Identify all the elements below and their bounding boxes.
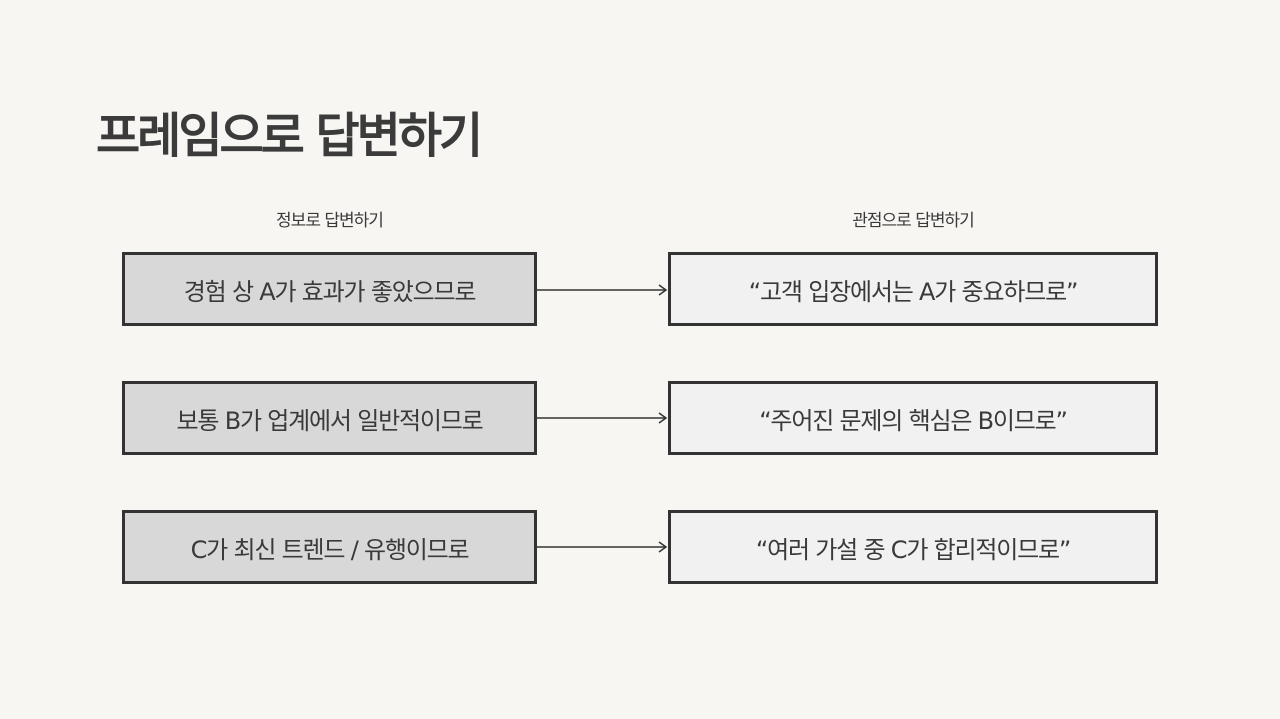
information-answer-box: 보통 B가 업계에서 일반적이므로 <box>122 381 537 455</box>
perspective-answer-box: “여러 가설 중 C가 합리적이므로” <box>668 510 1158 584</box>
perspective-answer-box: “고객 입장에서는 A가 중요하므로” <box>668 252 1158 326</box>
information-answer-box: 경험 상 A가 효과가 좋았으므로 <box>122 252 537 326</box>
perspective-answer-text: “주어진 문제의 핵심은 B이므로” <box>759 406 1068 435</box>
information-answer-text: 경험 상 A가 효과가 좋았으므로 <box>183 277 477 306</box>
information-answer-box: C가 최신 트렌드 / 유행이므로 <box>122 510 537 584</box>
page-title: 프레임으로 답변하기 <box>96 108 483 164</box>
column-header-perspective: 관점으로 답변하기 <box>852 211 975 231</box>
perspective-answer-box: “주어진 문제의 핵심은 B이므로” <box>668 381 1158 455</box>
arrow-right-icon <box>537 541 668 553</box>
perspective-answer-text: “여러 가설 중 C가 합리적이므로” <box>755 535 1072 564</box>
arrow-right-icon <box>537 284 668 296</box>
perspective-answer-text: “고객 입장에서는 A가 중요하므로” <box>748 277 1079 306</box>
information-answer-text: 보통 B가 업계에서 일반적이므로 <box>176 406 484 435</box>
column-header-information: 정보로 답변하기 <box>276 211 384 231</box>
arrow-right-icon <box>537 412 668 424</box>
information-answer-text: C가 최신 트렌드 / 유행이므로 <box>190 535 470 564</box>
